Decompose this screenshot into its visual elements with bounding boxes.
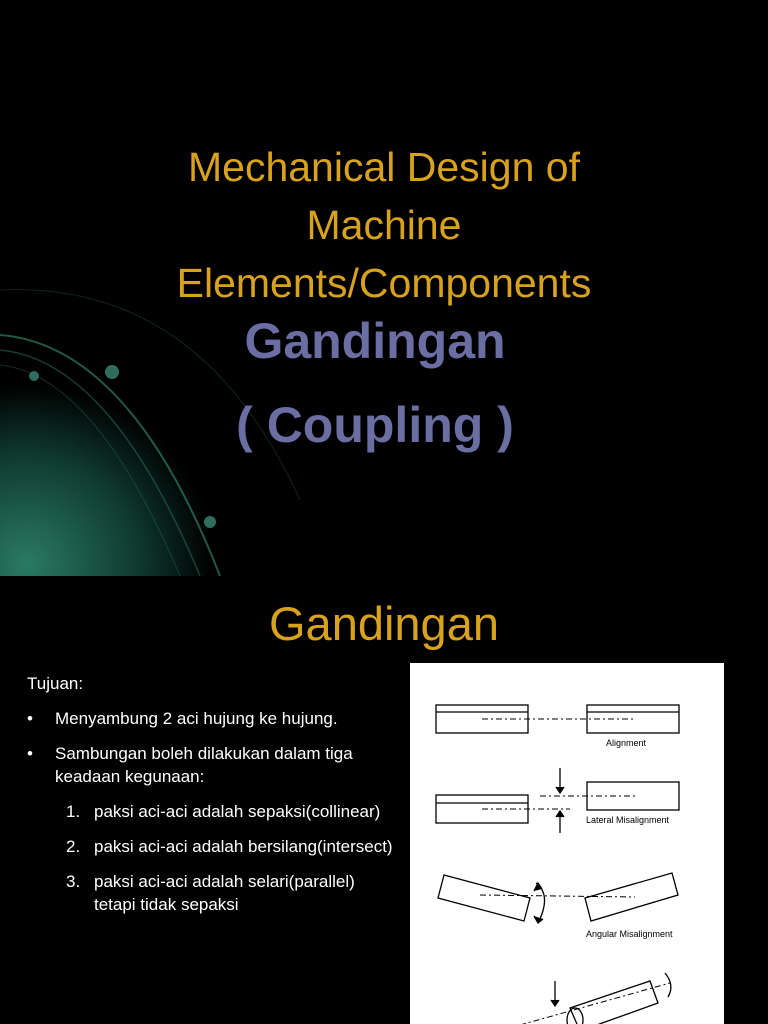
numbered-item: 3. paksi aci-aci adalah selari(parallel)… <box>66 870 397 916</box>
numbered-item: 2. paksi aci-aci adalah bersilang(inters… <box>66 835 397 858</box>
lateral-label: Lateral Misalignment <box>586 815 670 825</box>
bullet-text: Sambungan boleh dilakukan dalam tiga kea… <box>55 744 353 786</box>
item-text: paksi aci-aci adalah sepaksi(collinear) <box>94 802 381 821</box>
bullet-icon: • <box>27 744 33 763</box>
title-line: Mechanical Design of <box>188 144 580 190</box>
content-slide: Gandingan Tujuan: • Menyambung 2 aci huj… <box>0 576 768 1024</box>
title-line: Machine <box>306 202 462 248</box>
slide-title: Mechanical Design of Machine Elements/Co… <box>0 138 768 312</box>
item-number: 1. <box>66 802 81 821</box>
bullet-icon: • <box>27 709 33 728</box>
slide-body: Tujuan: • Menyambung 2 aci hujung ke huj… <box>27 672 397 928</box>
title-slide: Mechanical Design of Machine Elements/Co… <box>0 138 768 576</box>
subtitle-coupling: ( Coupling ) <box>236 397 514 453</box>
deco-dot <box>29 371 39 381</box>
item-number: 3. <box>66 872 81 891</box>
combined-misalignment-diagram <box>521 972 672 1024</box>
slide-title: Gandingan <box>269 597 499 650</box>
intro-label: Tujuan: <box>27 674 84 693</box>
item-number: 2. <box>66 837 81 856</box>
title-line: Elements/Components <box>176 260 592 306</box>
deco-dot <box>204 516 216 528</box>
angular-label: Angular Misalignment <box>586 929 673 939</box>
item-text: paksi aci-aci adalah selari(parallel) te… <box>94 872 355 914</box>
decorative-green-arcs <box>0 289 301 576</box>
bullet-item: • Sambungan boleh dilakukan dalam tiga k… <box>27 742 397 788</box>
coupling-misalignment-figure: Alignment Lateral Misalignment Angular M… <box>410 663 724 1024</box>
angular-misalignment-diagram <box>437 872 679 924</box>
numbered-item: 1. paksi aci-aci adalah sepaksi(collinea… <box>66 800 397 823</box>
alignment-diagram <box>435 704 680 734</box>
bullet-text: Menyambung 2 aci hujung ke hujung. <box>55 709 338 728</box>
subtitle-gandingan: Gandingan <box>244 313 506 369</box>
bullet-item: • Menyambung 2 aci hujung ke hujung. <box>27 707 397 730</box>
item-text: paksi aci-aci adalah bersilang(intersect… <box>94 837 393 856</box>
deco-dot <box>105 365 119 379</box>
lateral-misalignment-diagram <box>435 768 680 833</box>
alignment-label: Alignment <box>606 738 647 748</box>
misalignment-diagram: Alignment Lateral Misalignment Angular M… <box>435 704 680 1024</box>
